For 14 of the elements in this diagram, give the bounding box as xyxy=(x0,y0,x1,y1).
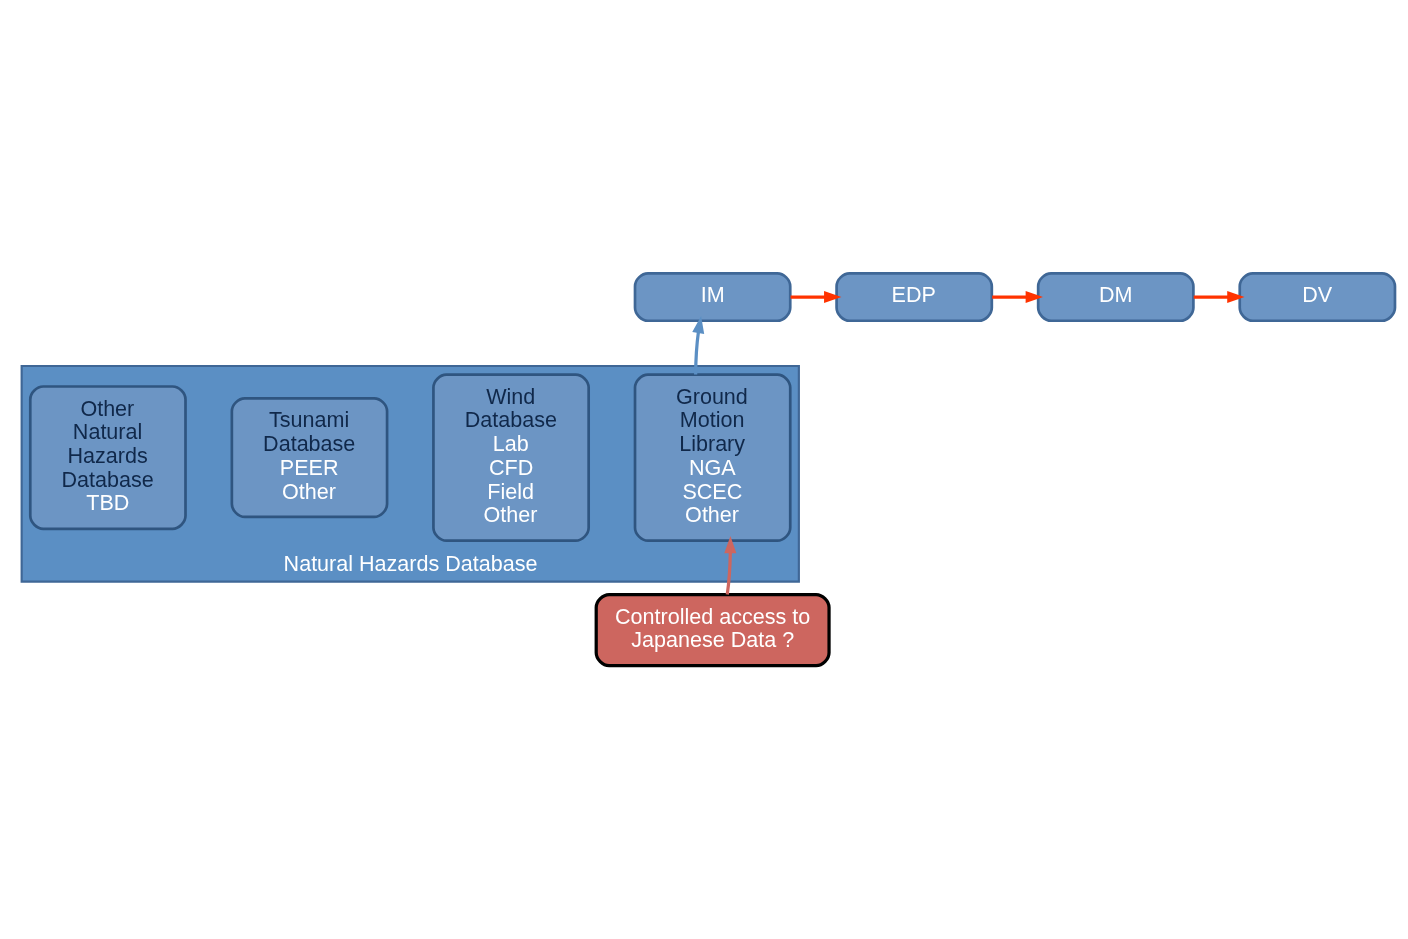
node-box: Controlled access to Japanese Data ? xyxy=(594,592,831,668)
node-box: EDP xyxy=(835,271,994,323)
arrow xyxy=(1193,290,1245,304)
arrow xyxy=(992,290,1043,304)
node-box: Tsunami Database PEER Other xyxy=(230,397,389,519)
node-box: IM xyxy=(633,271,792,323)
node-box: DV xyxy=(1238,271,1397,323)
arrow xyxy=(790,290,842,304)
arrow xyxy=(724,536,737,595)
node-box: DM xyxy=(1036,271,1195,323)
node-box: Wind Database Lab CFD Field Other xyxy=(432,373,590,542)
node-box: Ground Motion Library NGA SCEC Other xyxy=(633,373,792,542)
arrow xyxy=(692,316,705,375)
node-box: Other Natural Hazards Database TBD xyxy=(28,385,187,531)
